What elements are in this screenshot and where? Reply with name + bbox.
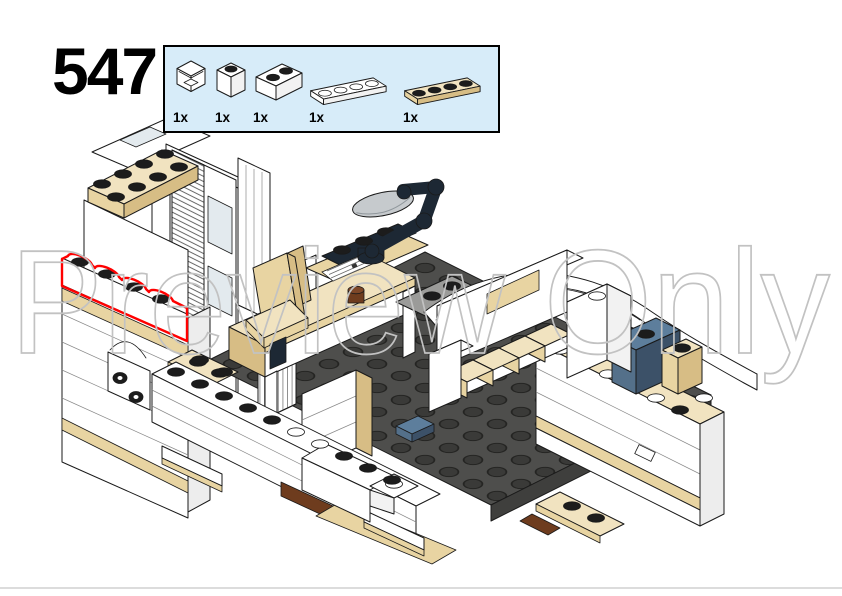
- left-wall: [61, 149, 211, 519]
- part-slot: 1x: [251, 47, 307, 131]
- part-slot: 1x: [171, 47, 211, 131]
- desk-lamp: [352, 178, 445, 265]
- part-qty: 1x: [253, 110, 269, 125]
- part-icon-plate-1x4-tan: [404, 77, 481, 106]
- step-number: 547: [52, 34, 158, 108]
- part-icon-plate-1x4-white: [310, 77, 387, 106]
- new-part-highlight: [60, 252, 189, 343]
- part-qty: 1x: [309, 110, 325, 125]
- part-slot: 1x: [213, 47, 251, 131]
- parts-callout-box: 1x 1x 1x: [163, 45, 500, 133]
- part-icon-brick-1x1: [216, 62, 246, 98]
- part-qty: 1x: [403, 110, 419, 125]
- lamp-shade: [352, 190, 414, 218]
- sofa-tan-inset: [486, 269, 540, 315]
- footer-divider: [0, 587, 842, 589]
- sofa: [428, 249, 632, 413]
- front-wall: [151, 355, 457, 565]
- mug: [347, 285, 365, 304]
- part-slot: 1x: [307, 47, 399, 131]
- part-icon-brick-1x2: [255, 63, 303, 101]
- brown-plate: [519, 513, 561, 536]
- chair: [245, 245, 312, 370]
- part-qty: 1x: [173, 110, 189, 125]
- part-qty: 1x: [215, 110, 231, 125]
- part-icon-panel-1x1-corner: [176, 60, 206, 92]
- part-slot: 1x: [401, 47, 493, 131]
- step-block: [301, 443, 419, 523]
